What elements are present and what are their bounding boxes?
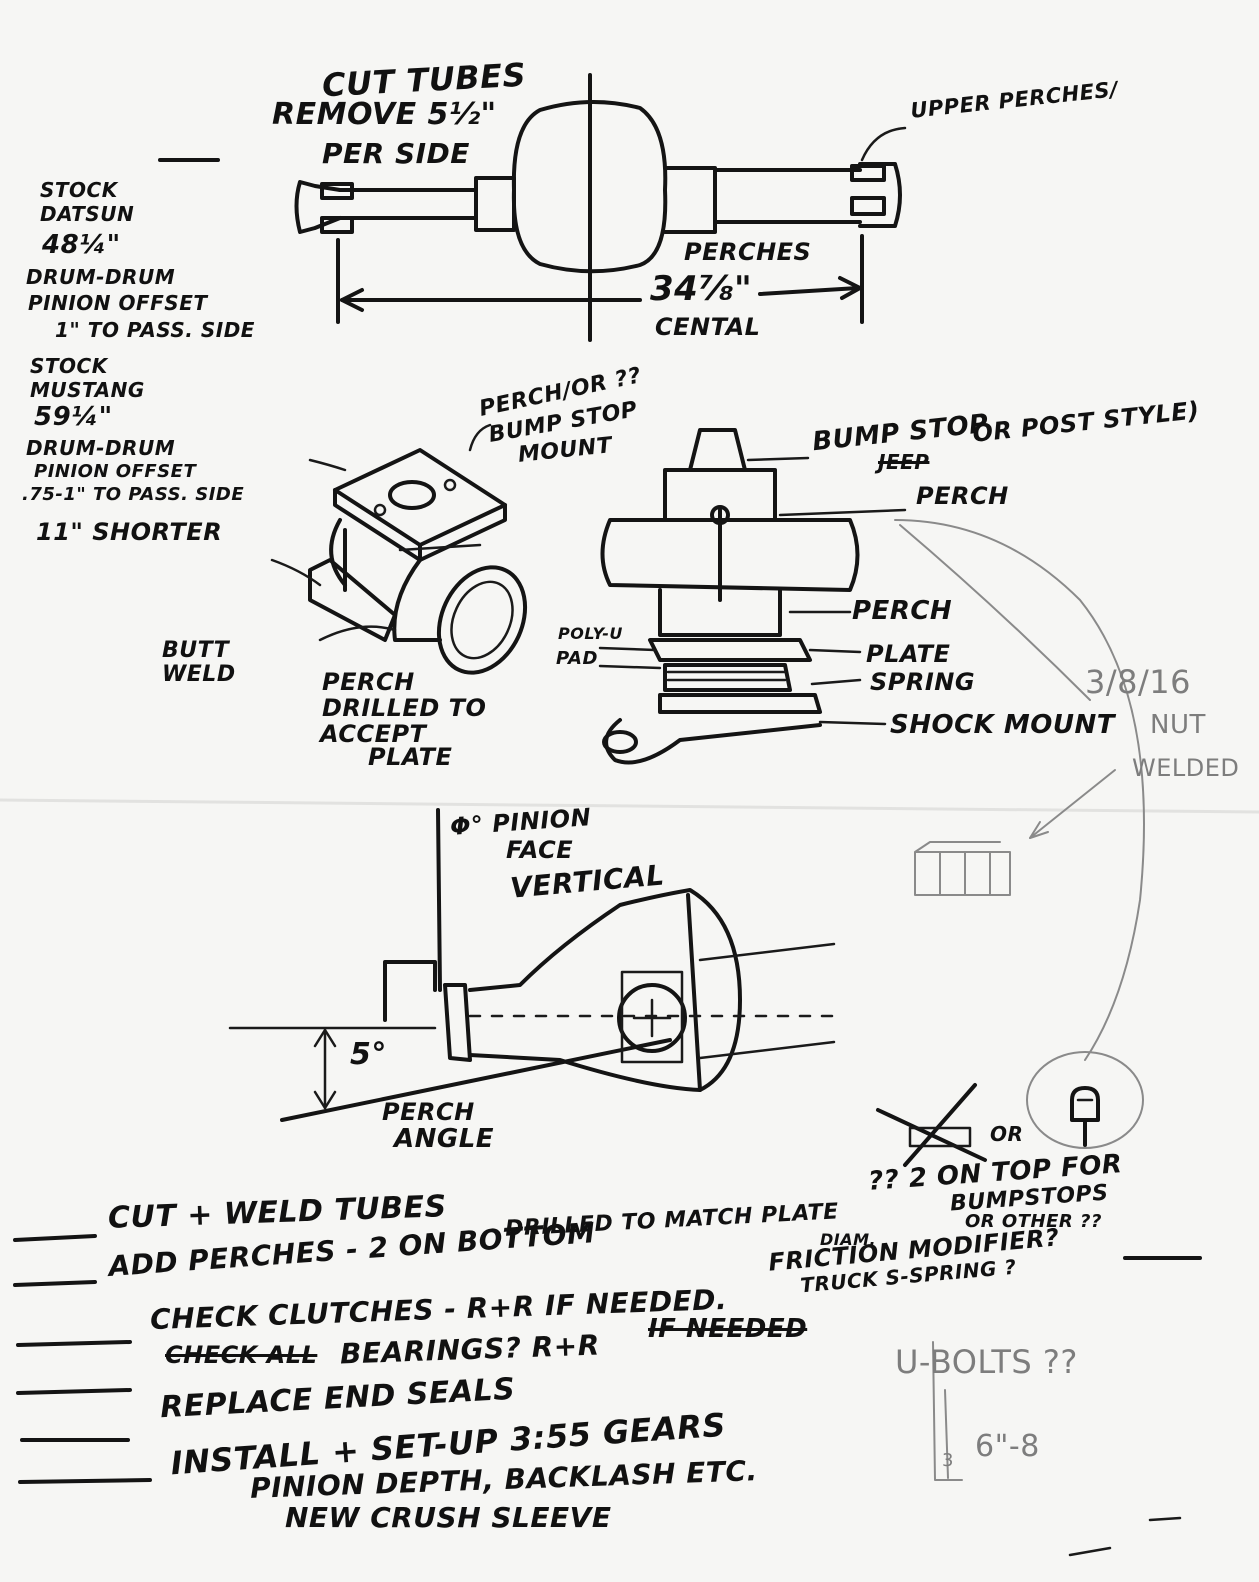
u-bolts-label: U-BOLTS ?? [895, 1343, 1078, 1381]
datsun-stock-label: STOCK [40, 178, 118, 202]
axle-top-view [294, 73, 907, 342]
welded-label: WELDED [1132, 754, 1240, 782]
shorter-label: 11" SHORTER [36, 518, 223, 546]
nut-label: NUT [1150, 710, 1206, 740]
fold-line [0, 798, 1259, 814]
datsun-offset-value: 1" TO PASS. SIDE [55, 318, 255, 342]
mustang-drum-label: DRUM-DRUM [26, 436, 176, 460]
butt-label: BUTT [162, 638, 230, 663]
jeep-label: JEEP [878, 450, 930, 474]
pinion-label-2: FACE [506, 836, 574, 864]
datsun-drum-label: DRUM-DRUM [26, 265, 176, 289]
datsun-name-label: DATSUN [40, 202, 135, 226]
stack-sketch [598, 428, 907, 765]
pinion-side-view [228, 808, 836, 1122]
per-side-label: PER SIDE [322, 137, 470, 170]
perch-angle-label-2: ANGLE [394, 1124, 495, 1154]
measure-label: 34⅞" [650, 269, 753, 309]
crush-sleeve-note: NEW CRUSH SLEEVE [285, 1501, 612, 1534]
perch-drilled-label-4: PLATE [368, 743, 453, 771]
pencil-annotations [894, 519, 1145, 1481]
perch-drilled-label-2: DRILLED TO [322, 694, 487, 722]
perch-drilled-label-1: PERCH [322, 668, 415, 696]
or-label: OR [990, 1122, 1024, 1146]
checklist-blanks [13, 158, 1202, 1557]
angle-label: 5° [350, 1037, 387, 1072]
shock-mount-label: SHOCK MOUNT [890, 710, 1115, 740]
plate-label: PLATE [866, 640, 951, 668]
count-label: 3 [942, 1450, 954, 1471]
poly-u-label: POLY-U [558, 624, 623, 643]
perch-mid-label: PERCH [852, 596, 953, 626]
bump-stop-options [876, 1083, 1100, 1167]
mustang-offset-label: PINION OFFSET [34, 461, 197, 482]
if-needed-label: IF NEEDED [648, 1314, 808, 1344]
perch-angle-label-1: PERCH [382, 1098, 475, 1126]
mustang-width-label: 59¼" [34, 402, 113, 432]
weld-label: WELD [162, 662, 236, 687]
cut-tubes-label: CUT TUBES [321, 55, 527, 105]
length-label: 6"-8 [975, 1429, 1040, 1464]
perch-iso-sketch [270, 423, 528, 675]
perches-label: PERCHES [684, 238, 812, 266]
datsun-offset-label: PINION OFFSET [28, 291, 208, 315]
or-other-label: OR OTHER ?? [965, 1211, 1102, 1232]
perch-drilled-label-3: ACCEPT [320, 720, 427, 748]
mustang-stock-label: STOCK [30, 354, 108, 378]
mustang-name-label: MUSTANG [30, 378, 145, 402]
central-label: CENTAL [655, 313, 761, 341]
remove-label: REMOVE 5½" [272, 97, 497, 132]
check-all-label: CHECK ALL [165, 1341, 318, 1369]
diam-note: DIAM. [820, 1230, 877, 1249]
spring-label: SPRING [870, 668, 976, 696]
datsun-width-label: 48¼" [42, 230, 121, 260]
mustang-offset-value: .75-1" TO PASS. SIDE [22, 484, 245, 505]
perch-top-label: PERCH [916, 482, 1009, 510]
pad-label: PAD [556, 648, 598, 669]
date-label: 3/8/16 [1085, 663, 1191, 701]
